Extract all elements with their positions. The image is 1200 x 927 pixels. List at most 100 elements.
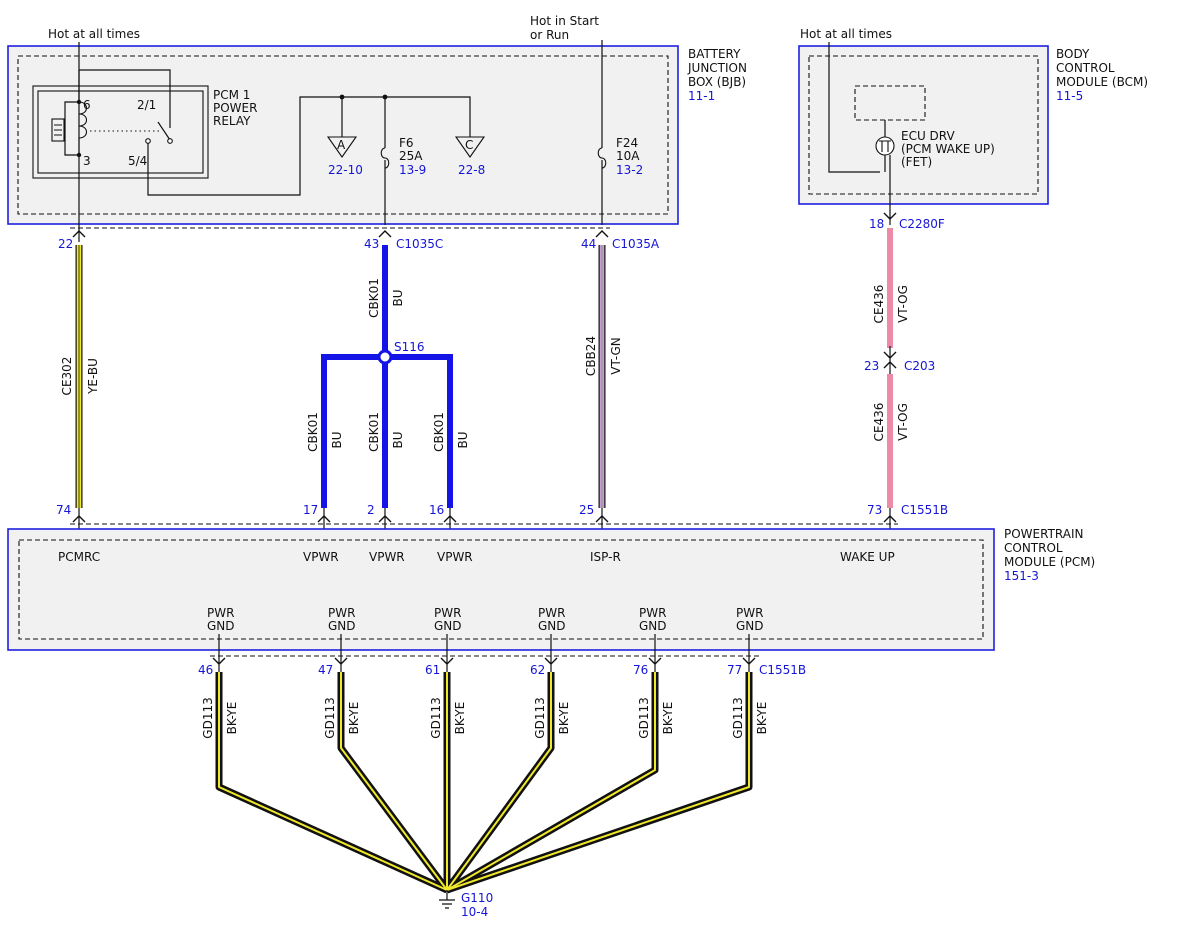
label-hot-in-start: Hot in Start: [530, 14, 599, 28]
wire-gd113-2-color: BK-YE: [347, 702, 361, 735]
pin-46: 46: [198, 663, 213, 677]
pcm-input-vpwr-1: VPWR: [303, 550, 339, 564]
wire-cbk01-c-color: BU: [456, 431, 470, 448]
fuse-f6-ref[interactable]: 13-9: [399, 163, 426, 177]
pcm-title-line-2: CONTROL: [1004, 541, 1063, 555]
pcm-input-vpwr-3: VPWR: [437, 550, 473, 564]
pin-arrow-44: [595, 230, 609, 238]
pin-47: 47: [318, 663, 333, 677]
pin-23: 23: [864, 359, 879, 373]
pin-arrow-43: [378, 230, 392, 238]
wire-gd113-5-circuit: GD113: [637, 697, 651, 738]
pcm-ref[interactable]: 151-3: [1004, 569, 1039, 583]
bcm-driver-line-3: (FET): [901, 155, 932, 169]
wire-gd113-6-circuit: GD113: [731, 697, 745, 738]
svg-text:A: A: [337, 138, 346, 152]
connector-c1035a[interactable]: C1035A: [612, 237, 660, 251]
pin-61: 61: [425, 663, 440, 677]
pin-2: 2: [367, 503, 375, 517]
battery-junction-box[interactable]: [7, 45, 679, 225]
connector-c1035c[interactable]: C1035C: [396, 237, 443, 251]
body-control-module[interactable]: [798, 45, 1049, 205]
wire-ce302-color: YE-BU: [86, 358, 100, 395]
splice-s116[interactable]: S116: [394, 340, 425, 354]
relay-pin-3: 3: [83, 154, 91, 168]
connector-c2280f[interactable]: C2280F: [899, 217, 945, 231]
connector-c-icon: C: [454, 136, 486, 158]
wire-cbk01-a-color: BU: [330, 431, 344, 448]
bjb-ref[interactable]: 11-1: [688, 89, 715, 103]
pin-77: 77: [727, 663, 742, 677]
pcm-bottom-arrows: [212, 634, 756, 672]
pwr-gnd-4-line-2: GND: [538, 619, 566, 633]
wire-ce436-upper-color: VT-OG: [896, 285, 910, 323]
pin-16: 16: [429, 503, 444, 517]
wire-gd113-1-color: BK-YE: [225, 702, 239, 735]
ground-wires[interactable]: [215, 672, 753, 894]
wire-gd113-2-circuit: GD113: [323, 697, 337, 738]
wire-gd113-4-circuit: GD113: [533, 697, 547, 738]
pwr-gnd-2-line-1: PWR: [328, 606, 355, 620]
pwr-gnd-3-line-1: PWR: [434, 606, 461, 620]
pin-arrow-22: [72, 225, 86, 242]
fuse-f6-rating: 25A: [399, 149, 423, 163]
pin-44: 44: [581, 237, 596, 251]
relay-title-line-2: POWER: [213, 101, 257, 115]
pin-73: 73: [867, 503, 882, 517]
pcm-title-line-1: POWERTRAIN: [1004, 527, 1084, 541]
ground-symbol-icon: [439, 890, 455, 909]
fuse-f6-name: F6: [399, 136, 414, 150]
ground-ref[interactable]: 10-4: [461, 905, 488, 919]
pcm-input-isp-r: ISP-R: [590, 550, 621, 564]
pwr-gnd-3-line-2: GND: [434, 619, 462, 633]
bjb-title-line-2: JUNCTION: [687, 61, 747, 75]
bcm-title-line-1: BODY: [1056, 47, 1090, 61]
wire-cbk01-c-circuit: CBK01: [432, 412, 446, 452]
relay-title-line-1: PCM 1: [213, 88, 250, 102]
bcm-title-line-2: CONTROL: [1056, 61, 1115, 75]
connector-c1551b-bottom[interactable]: C1551B: [759, 663, 806, 677]
relay-switch-icon: [79, 69, 471, 196]
relay-pin-2-1: 2/1: [137, 98, 156, 112]
fuse-f24-ref[interactable]: 13-2: [616, 163, 643, 177]
pwr-gnd-5-line-1: PWR: [639, 606, 666, 620]
pwr-gnd-1-line-1: PWR: [207, 606, 234, 620]
label-hot-at-all-times-right: Hot at all times: [800, 27, 892, 41]
connector-c-ref[interactable]: 22-8: [458, 163, 485, 177]
label-or-run: or Run: [530, 28, 569, 42]
pin-76: 76: [633, 663, 648, 677]
pcm-title-line-3: MODULE (PCM): [1004, 555, 1095, 569]
bcm-ref[interactable]: 11-5: [1056, 89, 1083, 103]
splice-s116-icon: [377, 349, 393, 365]
wire-cbk01-main-color: BU: [391, 289, 405, 306]
wire-gd113-6-color: BK-YE: [755, 702, 769, 735]
pwr-gnd-4-line-1: PWR: [538, 606, 565, 620]
powertrain-control-module[interactable]: [7, 528, 995, 651]
pwr-gnd-6-line-2: GND: [736, 619, 764, 633]
connector-a-ref[interactable]: 22-10: [328, 163, 363, 177]
wire-ce302-circuit: CE302: [60, 357, 74, 396]
ground-g110[interactable]: G110: [461, 891, 493, 905]
wire-cbk01-a-circuit: CBK01: [306, 412, 320, 452]
pin-43: 43: [364, 237, 379, 251]
connector-c1551b-top[interactable]: C1551B: [901, 503, 948, 517]
wire-gd113-3-color: BK-YE: [453, 702, 467, 735]
pin-17: 17: [303, 503, 318, 517]
fet-transistor-icon: [828, 42, 895, 225]
wire-cbk01-b-circuit: CBK01: [367, 412, 381, 452]
wire-cbb24-circuit: CBB24: [584, 336, 598, 376]
bcm-driver-line-1: ECU DRV: [901, 129, 955, 143]
fuse-f24-icon: [597, 147, 607, 169]
connector-a-icon: A: [326, 136, 358, 158]
pcm-input-wake-up: WAKE UP: [840, 550, 895, 564]
relay-pin-5-4: 5/4: [128, 154, 147, 168]
pin-62: 62: [530, 663, 545, 677]
connector-c203-arrow: [883, 346, 897, 374]
pwr-gnd-6-line-1: PWR: [736, 606, 763, 620]
pin-25: 25: [579, 503, 594, 517]
pwr-gnd-2-line-2: GND: [328, 619, 356, 633]
label-hot-at-all-times-left: Hot at all times: [48, 27, 140, 41]
wire-ce436-lower-color: VT-OG: [896, 403, 910, 441]
connector-c203[interactable]: C203: [904, 359, 935, 373]
